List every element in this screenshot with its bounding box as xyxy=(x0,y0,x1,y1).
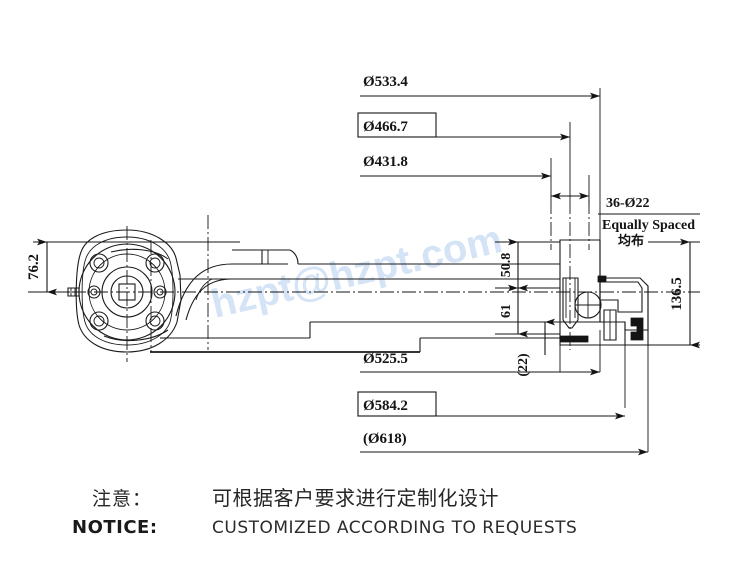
dimension-label-v762: 76.2 xyxy=(26,254,42,280)
dimension-label-d431: Ø431.8 xyxy=(363,154,408,170)
notice-cn-text: 可根据客户要求进行定制化设计 xyxy=(212,486,499,510)
dimension-label-d466: Ø466.7 xyxy=(363,119,408,135)
watermark-text: hzpt@hzpt.com xyxy=(207,217,506,327)
dimension-d466: Ø466.7 xyxy=(357,112,570,141)
dimension-d584: Ø584.2 xyxy=(357,391,625,420)
notice-block: 注意： 可根据客户要求进行定制化设计 NOTICE: CUSTOMIZED AC… xyxy=(72,486,577,538)
dimension-label-d525: Ø525.5 xyxy=(363,351,408,367)
dimension-v1365: 136.5 xyxy=(648,238,700,349)
dimension-label-v61: 61 xyxy=(499,304,514,318)
dimension-label-v508: 50.8 xyxy=(499,253,514,278)
dimension-d431: Ø431.8 xyxy=(360,154,551,180)
dimension-label-d618: (Ø618) xyxy=(363,431,407,447)
hole-callout-line3: 均布 xyxy=(618,233,644,249)
notice-en-label: NOTICE: xyxy=(72,517,158,538)
flange-cross-section xyxy=(550,200,649,350)
notice-en-text: CUSTOMIZED ACCORDING TO REQUESTS xyxy=(212,518,577,538)
dimension-d525: Ø525.5 xyxy=(360,351,600,376)
dimension-v22: (22) xyxy=(516,318,555,377)
watermark: hzpt@hzpt.com xyxy=(207,217,506,327)
notice-cn-label: 注意： xyxy=(92,488,152,510)
hole-callout-line2: Equally Spaced xyxy=(602,218,695,233)
extension-lines xyxy=(550,88,649,452)
dimension-label-d584: Ø584.2 xyxy=(363,398,408,414)
gearbox-hub-assembly xyxy=(60,229,182,353)
dimension-v508: 50.8 xyxy=(495,238,560,292)
dimension-d533: Ø533.4 xyxy=(360,74,600,100)
dimension-label-v22: (22) xyxy=(516,353,531,377)
hole-callout-annotation: 36-Ø22 Equally Spaced 均布 xyxy=(598,196,700,249)
dimension-label-v1365: 136.5 xyxy=(669,277,685,310)
dimension-v762: 76.2 xyxy=(26,238,240,296)
dimension-v61: 61 xyxy=(495,284,560,338)
dimension-label-d533: Ø533.4 xyxy=(363,74,408,90)
hole-callout-line1: 36-Ø22 xyxy=(606,196,650,211)
dimension-d618: (Ø618) xyxy=(360,431,648,456)
